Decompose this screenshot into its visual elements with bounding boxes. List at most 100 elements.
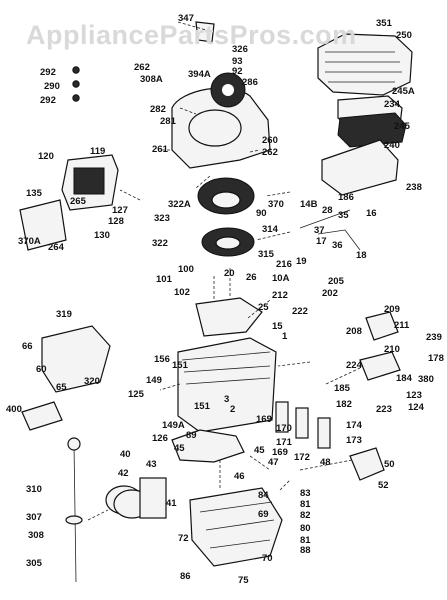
part-label-46: 46 [234, 471, 245, 482]
part-label-205: 205 [328, 276, 345, 287]
part-label-25: 25 [258, 302, 269, 313]
part-label-326: 326 [232, 44, 248, 55]
part-label-10a: 10A [272, 273, 290, 284]
part-label-320: 320 [84, 376, 100, 387]
oil-sump [189, 487, 283, 567]
part-label-80: 80 [300, 523, 311, 534]
part-label-310: 310 [26, 484, 42, 495]
part-label-1: 1 [282, 331, 288, 342]
part-label-245a: 245A [392, 86, 415, 97]
part-label-92: 92 [232, 66, 243, 77]
part-label-208: 208 [346, 326, 362, 337]
part-drawings [19, 21, 413, 583]
decal-kit [21, 401, 63, 431]
part-label-169-b: 169 [272, 447, 288, 458]
part-label-124: 124 [408, 402, 425, 413]
part-label-212: 212 [272, 290, 288, 301]
part-label-286: 286 [242, 77, 258, 88]
part-label-81-a: 81 [300, 499, 311, 510]
part-label-102: 102 [174, 287, 190, 298]
part-label-322: 322 [152, 238, 168, 249]
part-label-101: 101 [156, 274, 173, 285]
part-label-126: 126 [152, 433, 168, 444]
part-label-308a: 308A [140, 74, 163, 85]
part-label-292-a: 292 [40, 67, 56, 78]
part-label-265: 265 [70, 196, 87, 207]
part-label-83: 83 [300, 488, 311, 499]
part-label-66: 66 [22, 341, 33, 352]
part-label-37: 37 [314, 225, 325, 236]
part-label-89: 89 [186, 430, 197, 441]
part-label-290: 290 [44, 81, 60, 92]
part-label-400: 400 [6, 404, 22, 415]
part-label-323: 323 [154, 213, 170, 224]
part-label-315: 315 [258, 249, 275, 260]
part-label-45-right: 45 [254, 445, 265, 456]
part-label-2: 2 [230, 404, 235, 415]
part-label-128: 128 [108, 216, 124, 227]
part-label-26: 26 [246, 272, 257, 283]
part-label-281: 281 [160, 116, 177, 127]
air-cleaner-base [321, 139, 399, 196]
part-label-82: 82 [300, 510, 311, 521]
part-label-185: 185 [334, 383, 351, 394]
part-label-3: 3 [224, 394, 229, 405]
part-label-20: 20 [224, 268, 235, 279]
part-label-125: 125 [128, 389, 145, 400]
valve-cover-gasket [275, 401, 289, 433]
part-label-41: 41 [166, 498, 177, 509]
part-label-308: 308 [28, 530, 44, 541]
part-label-314: 314 [262, 224, 279, 235]
part-label-239: 239 [426, 332, 442, 343]
part-label-173: 173 [346, 435, 362, 446]
part-label-120: 120 [38, 151, 54, 162]
part-label-93: 93 [232, 56, 243, 67]
part-label-119: 119 [90, 146, 105, 157]
air-cleaner-cover [317, 33, 413, 96]
part-label-156: 156 [154, 354, 170, 365]
part-label-149a: 149A [162, 420, 185, 431]
part-label-19: 19 [296, 256, 307, 267]
part-label-127: 127 [112, 205, 128, 216]
part-label-52: 52 [378, 480, 389, 491]
mounting-plate [195, 297, 263, 337]
part-label-216: 216 [276, 259, 292, 270]
part-label-319: 319 [56, 309, 72, 320]
part-label-69: 69 [258, 509, 269, 520]
part-label-70: 70 [262, 553, 273, 564]
part-label-261: 261 [152, 144, 169, 155]
part-label-370: 370 [268, 199, 284, 210]
engine-block [177, 337, 277, 433]
part-label-40: 40 [120, 449, 131, 460]
part-label-123: 123 [406, 390, 422, 401]
part-label-172: 172 [294, 452, 310, 463]
part-label-84: 84 [258, 490, 269, 501]
part-label-65: 65 [56, 382, 67, 393]
part-label-174: 174 [346, 420, 363, 431]
part-label-292-b: 292 [40, 95, 56, 106]
part-label-240: 240 [384, 140, 400, 151]
part-label-48: 48 [320, 457, 331, 468]
part-label-394a: 394A [188, 69, 211, 80]
watermark: AppliancePartsPros.com [26, 20, 357, 50]
part-label-305: 305 [26, 558, 43, 569]
part-label-234: 234 [384, 99, 401, 110]
part-label-15: 15 [272, 321, 283, 332]
part-label-170: 170 [276, 423, 292, 434]
control-bracket [41, 325, 111, 393]
crankshaft [171, 429, 245, 463]
part-label-238: 238 [406, 182, 422, 193]
part-label-184: 184 [396, 373, 413, 384]
part-label-282: 282 [150, 104, 166, 115]
part-label-50: 50 [384, 459, 395, 470]
part-label-47: 47 [268, 457, 279, 468]
part-label-169-a: 169 [256, 414, 272, 425]
part-label-35: 35 [338, 210, 349, 221]
part-label-380: 380 [418, 374, 434, 385]
part-label-209: 209 [384, 304, 400, 315]
dipstick-cap [67, 437, 81, 451]
part-label-149: 149 [146, 375, 162, 386]
part-label-250: 250 [396, 30, 412, 41]
part-label-151-mid: 151 [194, 401, 211, 412]
